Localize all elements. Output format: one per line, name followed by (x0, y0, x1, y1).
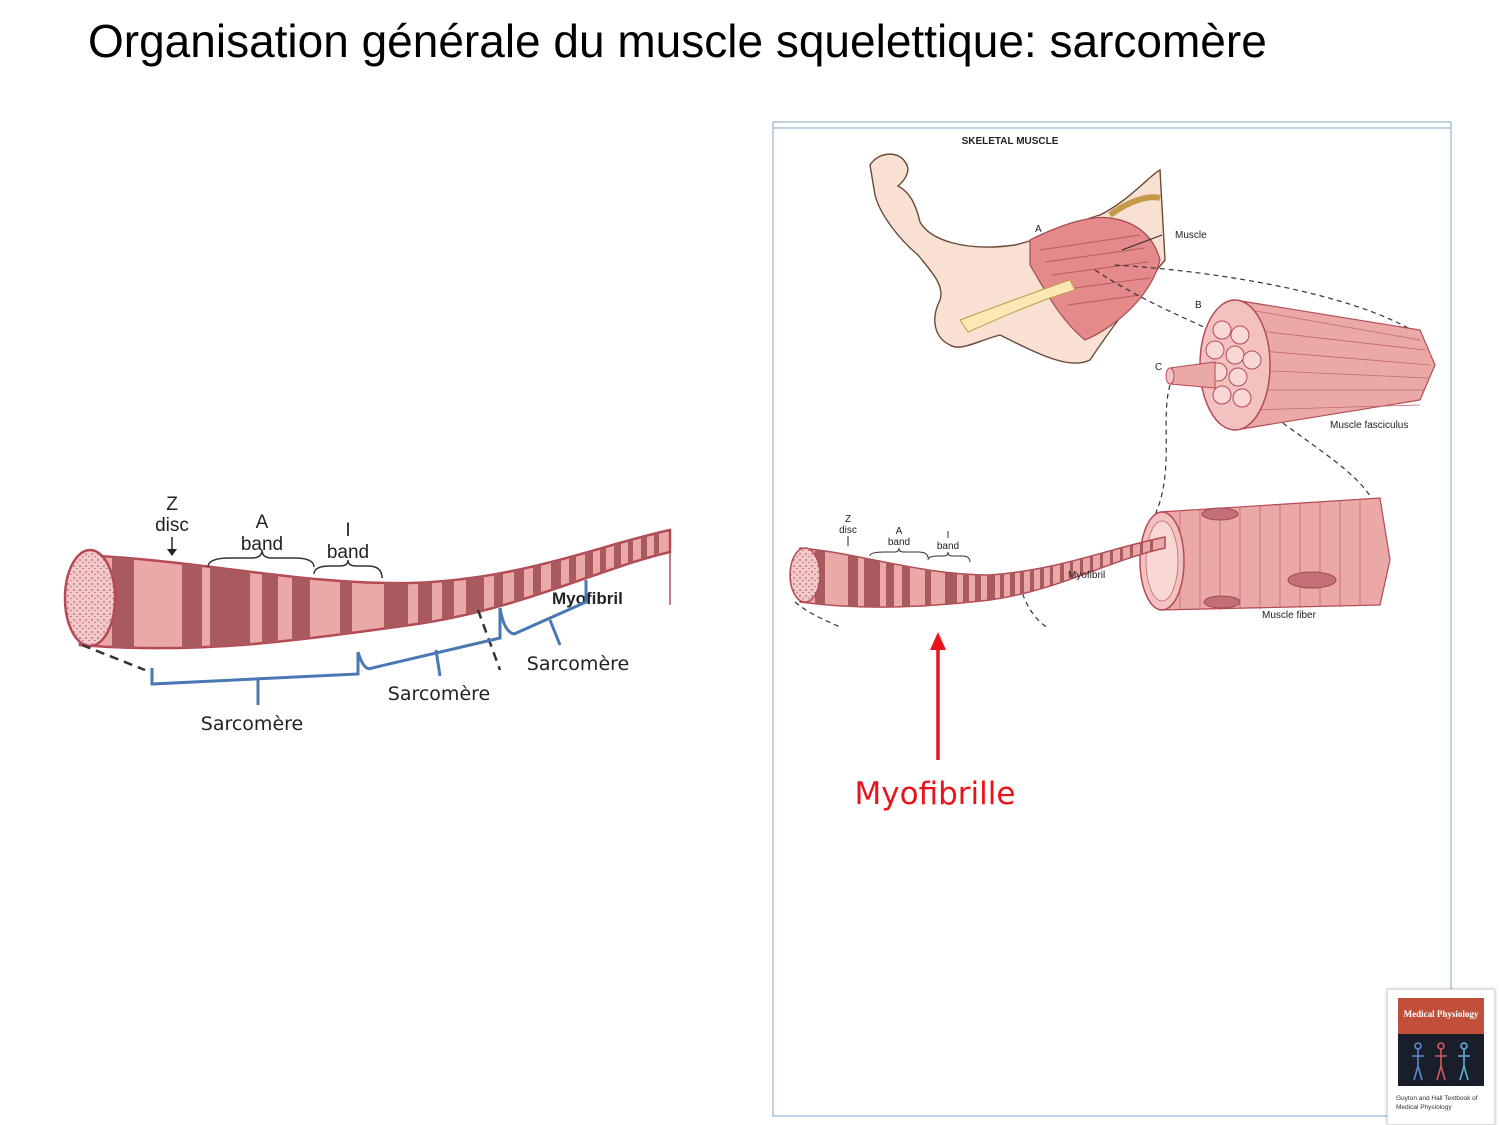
myofibrille-label: Myofibrille (855, 776, 1016, 812)
sarcomere-bracket-2 (356, 608, 502, 671)
right-a-label: A (896, 526, 903, 537)
sarcomere-bracket-3 (498, 580, 588, 636)
muscle-fiber-label: Muscle fiber (1262, 610, 1317, 621)
sarcomere-label-1: Sarcomère (201, 713, 303, 735)
right-a-band-label: band (888, 537, 910, 548)
right-i-band-label: band (937, 541, 959, 552)
muscle-fiber (1139, 497, 1391, 611)
left-a-band-label: band (241, 534, 283, 555)
book-cover-title: Medical Physiology (1403, 1009, 1479, 1019)
skeletal-muscle-heading: SKELETAL MUSCLE (962, 136, 1059, 147)
a-band-brace (207, 549, 315, 568)
sarcomere-bracket-1 (150, 652, 360, 686)
muscle-fasciculus (1165, 299, 1436, 431)
book-cover-top-band (1398, 998, 1484, 1034)
left-myofibril-diagram: Z disc A band I band Myofibril Sarcomère… (63, 494, 672, 735)
right-disc-label: disc (839, 525, 857, 536)
book-cover-caption: Guyton and Hall Textbook of Medical Phys… (1396, 1095, 1478, 1111)
label-a: A (1035, 224, 1042, 235)
muscle-label: Muscle (1175, 230, 1207, 241)
right-figure: SKELETAL MUSCLE A Muscle B C (772, 121, 1452, 1117)
muscle-fasciculus-label: Muscle fasciculus (1330, 420, 1408, 431)
sarcomere-label-3: Sarcomère (527, 653, 629, 675)
arrow-up-icon (930, 632, 946, 650)
slide-title: Organisation générale du muscle squelett… (88, 15, 1267, 67)
left-i-label: I (345, 520, 350, 541)
left-i-band-label: band (327, 542, 369, 563)
right-i-label: I (947, 530, 950, 541)
human-figures-icon (1412, 1042, 1470, 1081)
label-b: B (1195, 300, 1202, 311)
bone-icon (959, 279, 1076, 333)
sarcomere-label-2: Sarcomère (388, 683, 490, 705)
label-c: C (1155, 362, 1162, 373)
left-myofibril-cross-section (63, 548, 117, 648)
book-cover-thumbnail: Medical Physiology Guyton and Hall Textb… (1387, 989, 1495, 1125)
book-cover-image-band (1398, 1034, 1484, 1086)
z-disc-arrow-icon (167, 549, 177, 556)
left-disc-label: disc (155, 515, 189, 536)
left-z-label: Z (166, 494, 178, 515)
right-z-label: Z (845, 514, 851, 525)
i-band-brace (313, 559, 383, 579)
right-myofibril-label: Myofibril (1068, 570, 1105, 581)
left-a-label: A (256, 512, 269, 533)
